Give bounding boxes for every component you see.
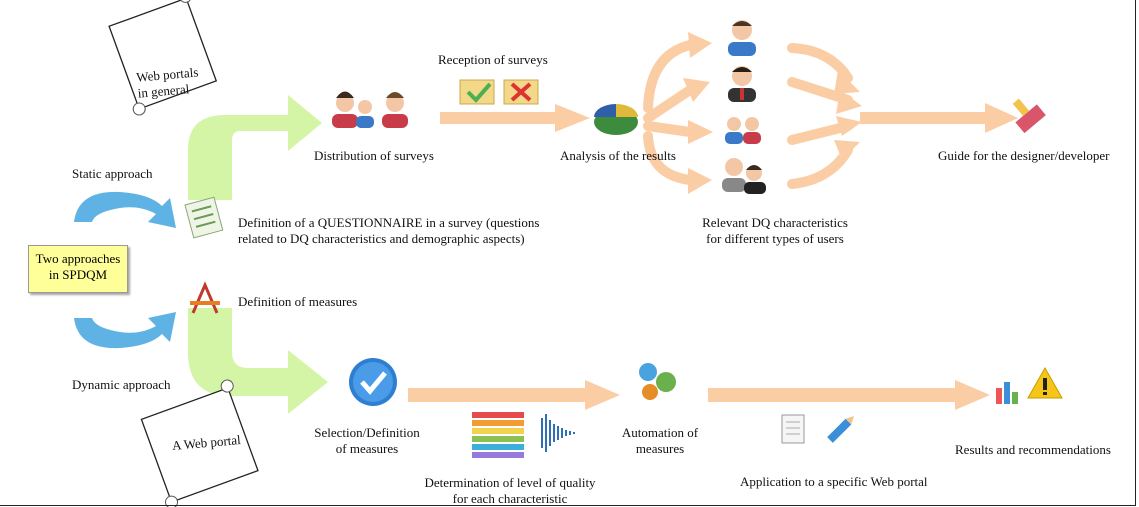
results-label: Results and recommendations [955, 442, 1111, 457]
dynamic-approach-label: Dynamic approach [72, 377, 171, 392]
scroll-icon [108, 0, 218, 116]
reception-label: Reception of surveys [438, 52, 548, 67]
group-icon [725, 117, 761, 144]
bar-chart-icon [996, 382, 1018, 404]
questionnaire-label: Definition of a QUESTIONNAIRE in a surve… [238, 215, 539, 247]
relevant-line2: for different types of users [706, 231, 844, 246]
pencil-icon [827, 415, 855, 443]
folder-cross-icon [503, 79, 539, 105]
user-icon [728, 20, 756, 56]
guide-label: Guide for the designer/developer [938, 148, 1110, 163]
check-circle-icon [349, 358, 397, 406]
orange-arrow-to-guide [860, 103, 1018, 133]
note-line1: Two approaches [35, 251, 121, 266]
analysis-label: Analysis of the results [560, 148, 676, 163]
questionnaire-line2: related to DQ characteristics and demogr… [238, 231, 525, 246]
questionnaire-line1: Definition of a QUESTIONNAIRE in a surve… [238, 215, 540, 230]
user-icon [728, 66, 756, 102]
application-label: Application to a specific Web portal [740, 474, 928, 489]
users-icon [332, 91, 408, 128]
determination-line1: Determination of level of quality [424, 475, 596, 490]
note-line2: in SPDQM [48, 267, 108, 282]
user-icon [722, 158, 766, 194]
automation-line2: measures [635, 441, 685, 456]
selection-label: Selection/Definition of measures [300, 425, 434, 457]
scroll-top-label: Web portals in general [136, 64, 201, 101]
determination-line2: for each characteristic [452, 491, 568, 506]
determination-label: Determination of level of quality for ea… [405, 475, 615, 507]
orange-arrowheads-merge [834, 70, 862, 160]
pie-chart-icon [594, 104, 638, 135]
orange-arrows-analysis-to-users [643, 40, 695, 185]
selection-line1: Selection/Definition [314, 425, 420, 440]
orange-arrow-automation-to-results [708, 380, 990, 410]
document-icon [781, 414, 805, 444]
static-approach-label: Static approach [72, 166, 153, 181]
approaches-note: Two approaches in SPDQM [28, 245, 128, 293]
relevant-label: Relevant DQ characteristics for differen… [690, 215, 860, 247]
green-arrow-static [188, 95, 322, 200]
orange-arrow-selection-to-automation [408, 380, 620, 410]
relevant-line1: Relevant DQ characteristics [702, 215, 848, 230]
waveform-icon [541, 414, 575, 452]
blue-arrow-static [74, 191, 176, 228]
automation-label: Automation of measures [606, 425, 714, 457]
automation-line1: Automation of [621, 425, 699, 440]
warning-icon [1027, 366, 1063, 399]
checklist-icon [184, 196, 224, 239]
distribution-label: Distribution of surveys [314, 148, 434, 163]
folder-check-icon [459, 79, 495, 105]
brush-icon [1012, 98, 1046, 134]
selection-line2: of measures [335, 441, 399, 456]
gears-icon [639, 363, 676, 400]
bar-stripes-icon [472, 412, 524, 458]
orange-arrowheads-users [683, 32, 713, 194]
orange-arrow-distribution-to-analysis [440, 104, 590, 132]
blue-arrow-dynamic [74, 312, 176, 349]
scroll-icon [140, 379, 259, 507]
drawing-tool-icon [190, 281, 220, 314]
definition-measures-label: Definition of measures [238, 294, 358, 309]
orange-arrows-users-to-merge [787, 43, 853, 189]
